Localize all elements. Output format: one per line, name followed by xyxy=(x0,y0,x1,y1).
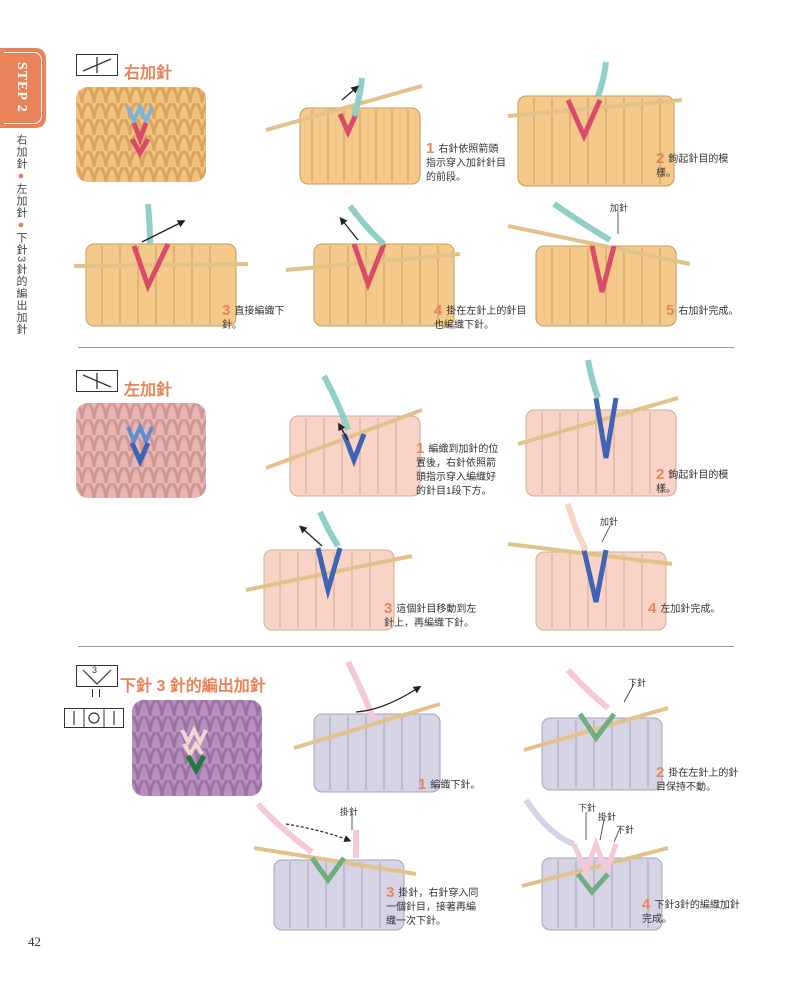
label-yarnover-1: 掛針 xyxy=(340,807,359,817)
illus-knit-three-step-4 xyxy=(521,798,669,931)
right-increase-symbol-icon xyxy=(76,54,118,76)
section-title-left-increase: 左加針 xyxy=(124,382,173,399)
photo-left-increase xyxy=(76,403,206,498)
illus-right-increase-step-3 xyxy=(73,203,249,327)
illus-right-increase-step-2 xyxy=(507,61,683,187)
illus-knit-three-step-1 xyxy=(293,660,441,793)
knit-yarnover-knit-symbol-icon xyxy=(64,708,124,728)
label-yarnover-2: 掛針 xyxy=(598,812,617,822)
illus-left-increase-step-3 xyxy=(245,510,413,631)
photo-knit-three xyxy=(132,700,262,796)
illus-knit-three-step-3 xyxy=(253,801,417,931)
left-increase-symbol-icon xyxy=(76,370,118,392)
label-knit-stitch-1: 下針 xyxy=(628,678,647,688)
illus-knit-three-step-2 xyxy=(523,668,669,791)
illus-right-increase-step-1 xyxy=(265,77,423,185)
divider-1 xyxy=(78,347,734,348)
section-title-knit-three: 下針 3 針的編出加針 xyxy=(120,678,266,695)
knit-three-symbol-icon xyxy=(76,665,118,687)
equals-sign xyxy=(92,689,100,697)
page-number: 42 xyxy=(28,934,41,949)
step-tab: STEP 2 xyxy=(0,48,46,128)
label-knit-stitch-2: 下針 xyxy=(578,803,597,813)
illus-left-increase-step-4 xyxy=(507,503,673,631)
side-title: 右加針●左加針●下針3針的編出加針 xyxy=(15,134,27,336)
label-knit-stitch-3: 下針 xyxy=(616,825,635,835)
illus-right-increase-step-4 xyxy=(285,204,461,327)
knit-three-symbol-number: 3 xyxy=(92,665,98,675)
illus-left-increase-step-2 xyxy=(517,359,679,497)
label-increase-stitch-1: 加針 xyxy=(610,203,629,213)
divider-2 xyxy=(78,646,734,647)
illus-right-increase-step-5 xyxy=(507,201,691,327)
section-title-right-increase: 右加針 xyxy=(124,65,173,82)
label-increase-stitch-2: 加針 xyxy=(600,517,619,527)
step-tab-label: STEP 2 xyxy=(14,62,29,113)
photo-right-increase xyxy=(76,87,206,182)
illus-left-increase-step-1 xyxy=(265,374,423,497)
